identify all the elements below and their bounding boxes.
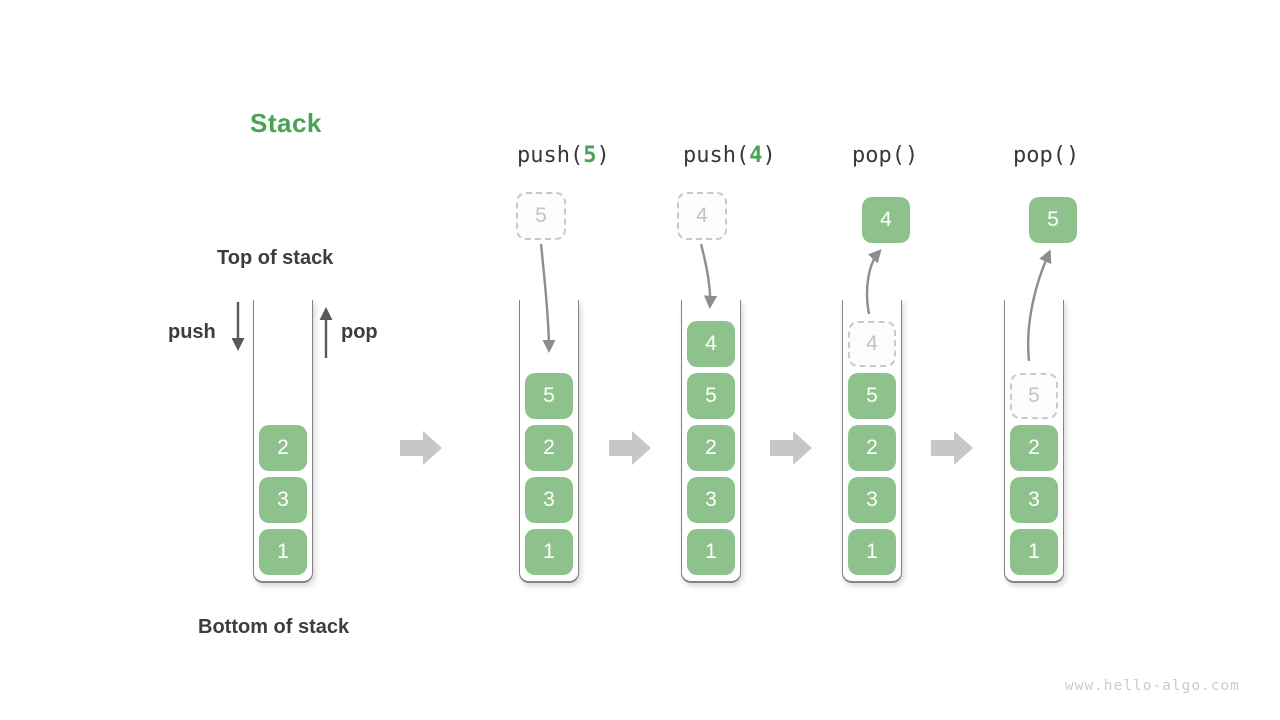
call-text: ) <box>762 143 776 168</box>
stack-element: 2 <box>259 425 307 471</box>
stack-container-after-push-5: 5 2 3 1 <box>519 300 579 583</box>
stack-element: 2 <box>525 425 573 471</box>
stack-element-ghost: 5 <box>1010 373 1058 419</box>
floating-value-to-push-4: 4 <box>677 192 727 240</box>
stack-element: 3 <box>848 477 896 523</box>
stack-element: 3 <box>687 477 735 523</box>
stack-element: 5 <box>687 373 735 419</box>
operation-label-push-4: push(4) <box>683 143 776 169</box>
stack-container-during-pop-4: 4 5 2 3 1 <box>842 300 902 583</box>
transition-arrow <box>400 431 442 465</box>
stack-element: 5 <box>848 373 896 419</box>
operation-label-pop-2: pop() <box>1013 143 1079 169</box>
call-arg: 5 <box>583 143 597 168</box>
pop-label: pop <box>341 321 378 343</box>
call-text: pop( <box>1013 143 1066 168</box>
stack-element: 4 <box>687 321 735 367</box>
call-text: push( <box>683 143 750 168</box>
stack-element-ghost: 4 <box>848 321 896 367</box>
stack-element: 1 <box>525 529 573 575</box>
stack-element: 1 <box>259 529 307 575</box>
call-text: push( <box>517 143 584 168</box>
stack-element: 1 <box>848 529 896 575</box>
stack-element: 1 <box>687 529 735 575</box>
top-of-stack-label: Top of stack <box>217 247 334 269</box>
floating-value-popped-5: 5 <box>1029 197 1077 243</box>
transition-arrow <box>931 431 973 465</box>
floating-value-to-push-5: 5 <box>516 192 566 240</box>
stack-element: 2 <box>1010 425 1058 471</box>
call-text: pop( <box>852 143 905 168</box>
call-text: ) <box>596 143 610 168</box>
transition-arrow <box>770 431 812 465</box>
operation-label-push-5: push(5) <box>517 143 610 169</box>
call-text: ) <box>904 143 919 168</box>
push-label: push <box>168 321 216 343</box>
bottom-of-stack-label: Bottom of stack <box>198 616 350 638</box>
stack-element: 5 <box>525 373 573 419</box>
stack-element: 2 <box>687 425 735 471</box>
stack-element: 3 <box>259 477 307 523</box>
push-4-arrow <box>699 243 718 309</box>
watermark: www.hello-algo.com <box>1064 678 1240 694</box>
operation-label-pop-1: pop() <box>852 143 918 169</box>
stack-container-during-pop-5: 5 2 3 1 <box>1004 300 1064 583</box>
call-arg: 4 <box>749 143 763 168</box>
stack-element: 3 <box>1010 477 1058 523</box>
stack-element: 2 <box>848 425 896 471</box>
stack-element: 1 <box>1010 529 1058 575</box>
floating-value-popped-4: 4 <box>862 197 910 243</box>
stack-container-initial: 2 3 1 <box>253 300 313 583</box>
stack-element: 3 <box>525 477 573 523</box>
call-text: ) <box>1065 143 1080 168</box>
stack-container-after-push-4: 4 5 2 3 1 <box>681 300 741 583</box>
transition-arrow <box>609 431 651 465</box>
page-title: Stack <box>250 108 322 138</box>
